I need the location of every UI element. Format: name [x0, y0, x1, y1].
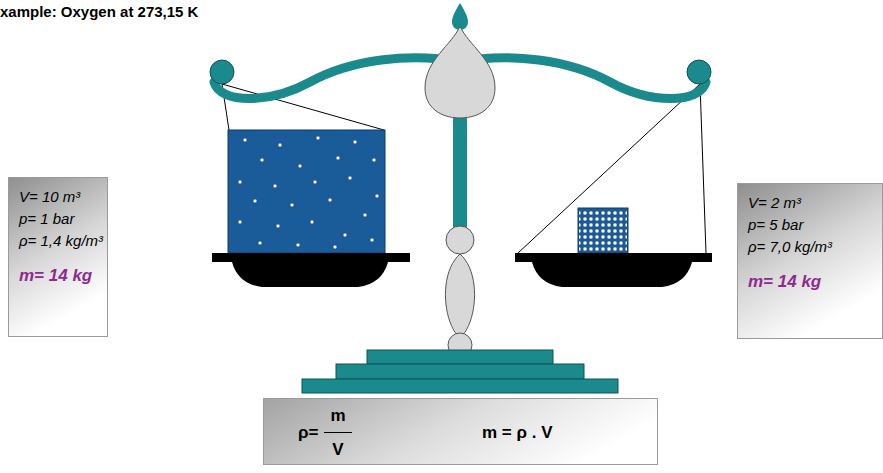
fraction-denominator: V	[332, 440, 343, 460]
gas-molecules	[238, 136, 379, 249]
scale-pan	[212, 253, 712, 287]
post-knob	[446, 226, 474, 254]
property-value: p= 1 bar	[19, 208, 99, 230]
scale-base	[302, 350, 618, 393]
property-value: V= 2 m³	[748, 192, 874, 214]
gas-data-box: V= 10 m³p= 1 barρ= 1,4 kg/m³ m= 14 kg	[8, 177, 108, 337]
gas-data-box: V= 2 m³p= 5 barρ= 7,0 kg/m³ m= 14 kg	[737, 183, 883, 339]
property-value: ρ= 7,0 kg/m³	[748, 236, 874, 258]
diagram-title: xample: Oxygen at 273,15 K	[0, 3, 198, 20]
mass-value: m= 14 kg	[19, 266, 99, 286]
gas-molecules-dense	[579, 209, 627, 252]
property-value: ρ= 1,4 kg/m³	[19, 230, 99, 252]
gas-container-large	[228, 130, 385, 253]
mass-formula: m = ρ . V	[482, 423, 553, 443]
scale-pointer	[425, 26, 495, 118]
density-symbol: ρ=	[298, 423, 318, 443]
gas-container-small	[578, 208, 628, 253]
beam-end-ball	[210, 60, 234, 84]
property-value: p= 5 bar	[748, 214, 874, 236]
mass-value: m= 14 kg	[748, 272, 874, 292]
scale-post	[453, 110, 467, 245]
beam-end-ball	[687, 60, 711, 84]
property-value: V= 10 m³	[19, 186, 99, 208]
formula-box: ρ= mVm = ρ . V	[263, 398, 658, 465]
post-column	[445, 254, 474, 336]
fraction-bar	[324, 432, 351, 433]
fraction-numerator: m	[330, 406, 345, 426]
